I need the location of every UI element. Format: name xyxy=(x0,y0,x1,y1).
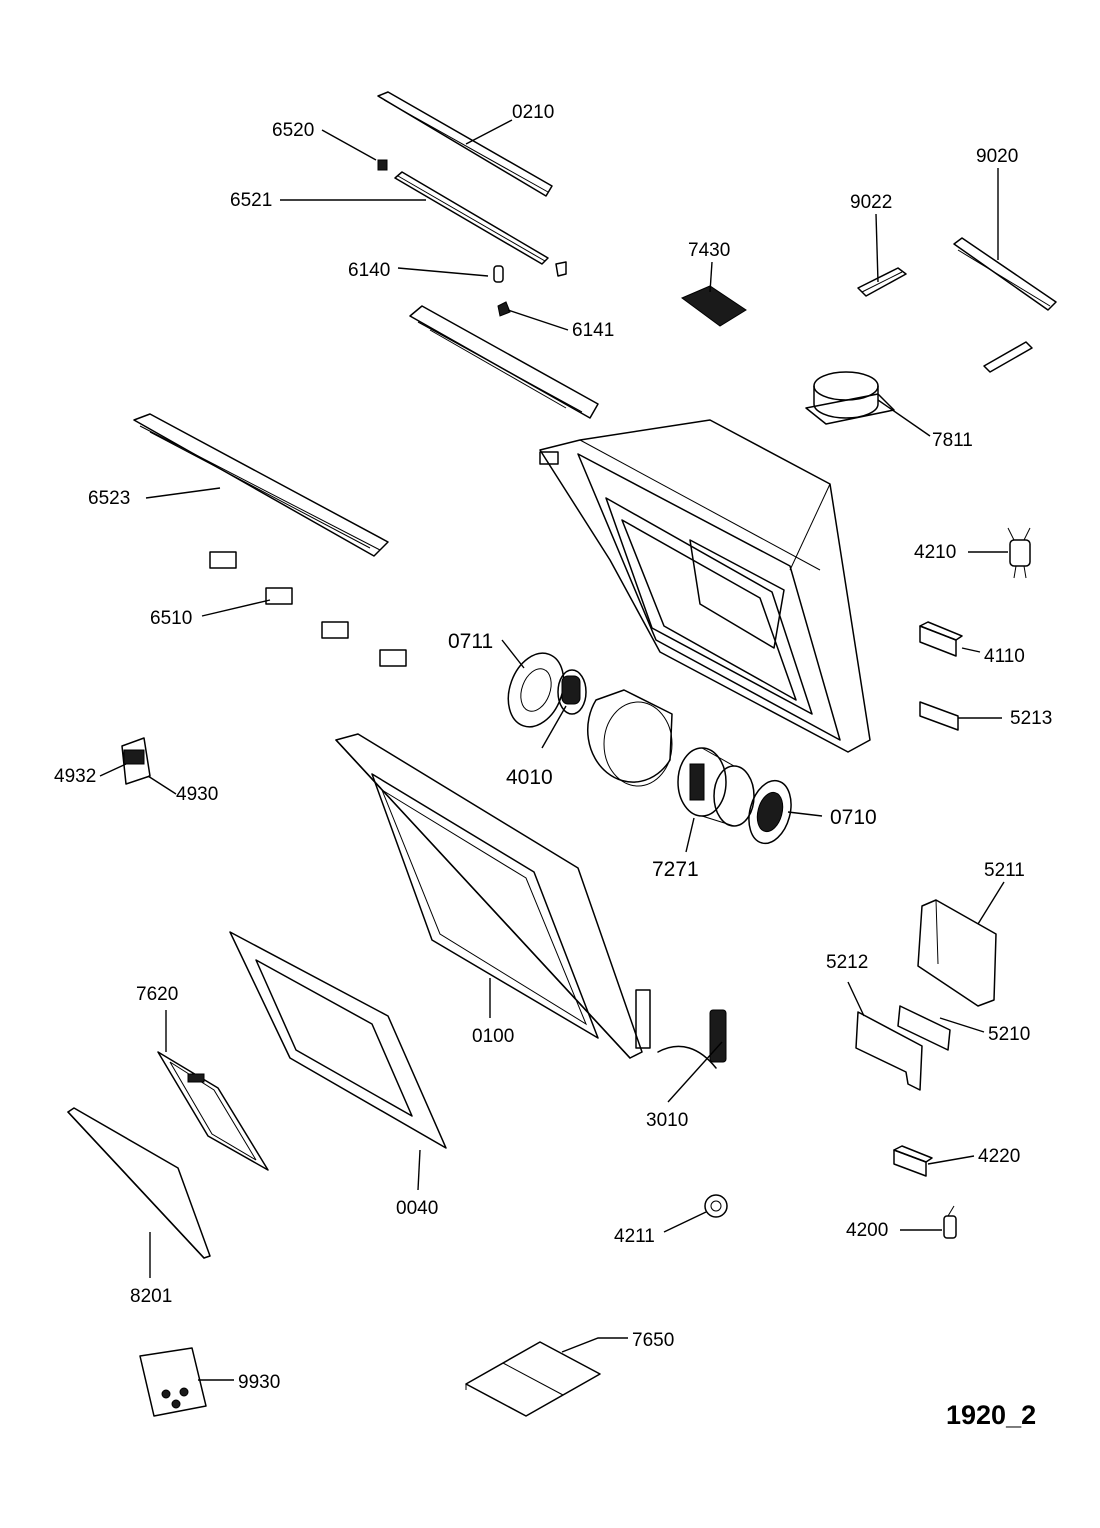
part-7620-filter xyxy=(157,1051,269,1171)
part-4211-bushing xyxy=(704,1194,728,1218)
label-6520: 6520 xyxy=(272,120,314,141)
part-4200-capacitor xyxy=(943,1205,957,1239)
part-0711-plate xyxy=(507,652,565,728)
part-4930-bracket xyxy=(121,737,151,785)
label-0711: 0711 xyxy=(448,630,493,653)
label-0710: 0710 xyxy=(830,806,877,829)
label-5212: 5212 xyxy=(826,952,868,973)
label-4220: 4220 xyxy=(978,1146,1020,1167)
part-4210-capacitor xyxy=(1007,527,1031,579)
part-9022-bracket xyxy=(857,267,907,297)
label-0210: 0210 xyxy=(512,102,554,123)
part-5211-box xyxy=(917,899,997,1007)
part-6521-tube xyxy=(394,171,549,265)
label-4110: 4110 xyxy=(984,646,1025,667)
label-4211: 4211 xyxy=(614,1226,655,1247)
part-7430-grille xyxy=(681,285,747,327)
part-5213-switch xyxy=(919,701,959,731)
part-6141-clip xyxy=(497,261,567,317)
label-4010: 4010 xyxy=(506,766,553,789)
label-9022: 9022 xyxy=(850,192,892,213)
part-labels: 0210 6520 6521 6140 6141 7430 9022 9020 … xyxy=(54,102,1052,1430)
label-7620: 7620 xyxy=(136,984,178,1005)
label-7430: 7430 xyxy=(688,240,730,261)
label-7271: 7271 xyxy=(652,858,699,881)
part-7271-fan xyxy=(677,747,755,827)
diagram-code: 1920_2 xyxy=(946,1400,1036,1430)
part-rail-upper xyxy=(409,305,599,419)
part-7650-carton xyxy=(465,1341,601,1417)
label-8201: 8201 xyxy=(130,1286,172,1307)
label-9930: 9930 xyxy=(238,1372,280,1393)
label-4932: 4932 xyxy=(54,766,96,787)
part-6520-clip xyxy=(377,159,388,171)
label-6141: 6141 xyxy=(572,320,614,341)
part-4220-switch xyxy=(893,1145,933,1177)
label-6521: 6521 xyxy=(230,190,272,211)
label-6523: 6523 xyxy=(88,488,130,509)
label-6140: 6140 xyxy=(348,260,390,281)
part-3010-cable xyxy=(657,1009,727,1069)
part-4110-switch xyxy=(919,621,963,657)
label-4210: 4210 xyxy=(914,542,956,563)
leader-lines xyxy=(99,119,1008,1381)
label-3010: 3010 xyxy=(646,1110,688,1131)
part-0210-strip xyxy=(377,91,553,197)
label-5211: 5211 xyxy=(984,860,1025,881)
part-5210-board xyxy=(897,1005,951,1051)
part-8201-plate xyxy=(67,1107,211,1259)
part-0710-grille xyxy=(748,779,792,845)
label-4930: 4930 xyxy=(176,784,218,805)
label-7650: 7650 xyxy=(632,1330,674,1351)
part-hood-body xyxy=(539,419,871,753)
part-9930-bag xyxy=(139,1347,207,1417)
part-5212-board xyxy=(855,1011,923,1091)
part-6140-holder xyxy=(493,265,504,283)
part-7811-collar xyxy=(805,371,895,425)
label-5210: 5210 xyxy=(988,1024,1030,1045)
label-6510: 6510 xyxy=(150,608,192,629)
part-0100-frame xyxy=(335,733,651,1059)
part-6523-panel xyxy=(133,413,389,557)
label-5213: 5213 xyxy=(1010,708,1052,729)
part-9020-bracket xyxy=(953,237,1057,373)
label-4200: 4200 xyxy=(846,1220,888,1241)
part-blower-housing xyxy=(587,689,673,787)
part-0040-frame xyxy=(229,931,447,1149)
label-7811: 7811 xyxy=(932,430,973,451)
label-0040: 0040 xyxy=(396,1198,438,1219)
part-6510-lamps xyxy=(209,551,407,667)
label-0100: 0100 xyxy=(472,1026,514,1047)
part-4010-motor xyxy=(557,669,587,715)
label-9020: 9020 xyxy=(976,146,1018,167)
